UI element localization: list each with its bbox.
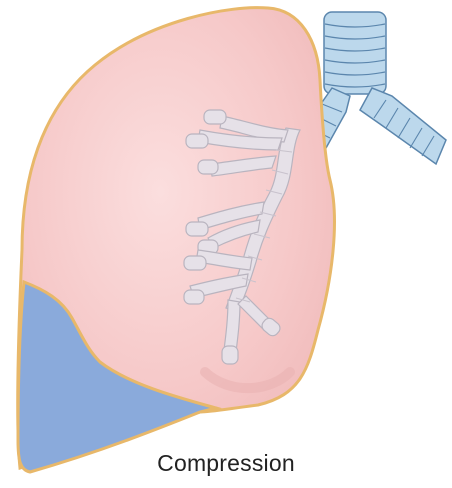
trachea-icon [324,12,386,94]
figure-caption: Compression [0,450,452,480]
right-bronchus-icon [360,88,446,164]
